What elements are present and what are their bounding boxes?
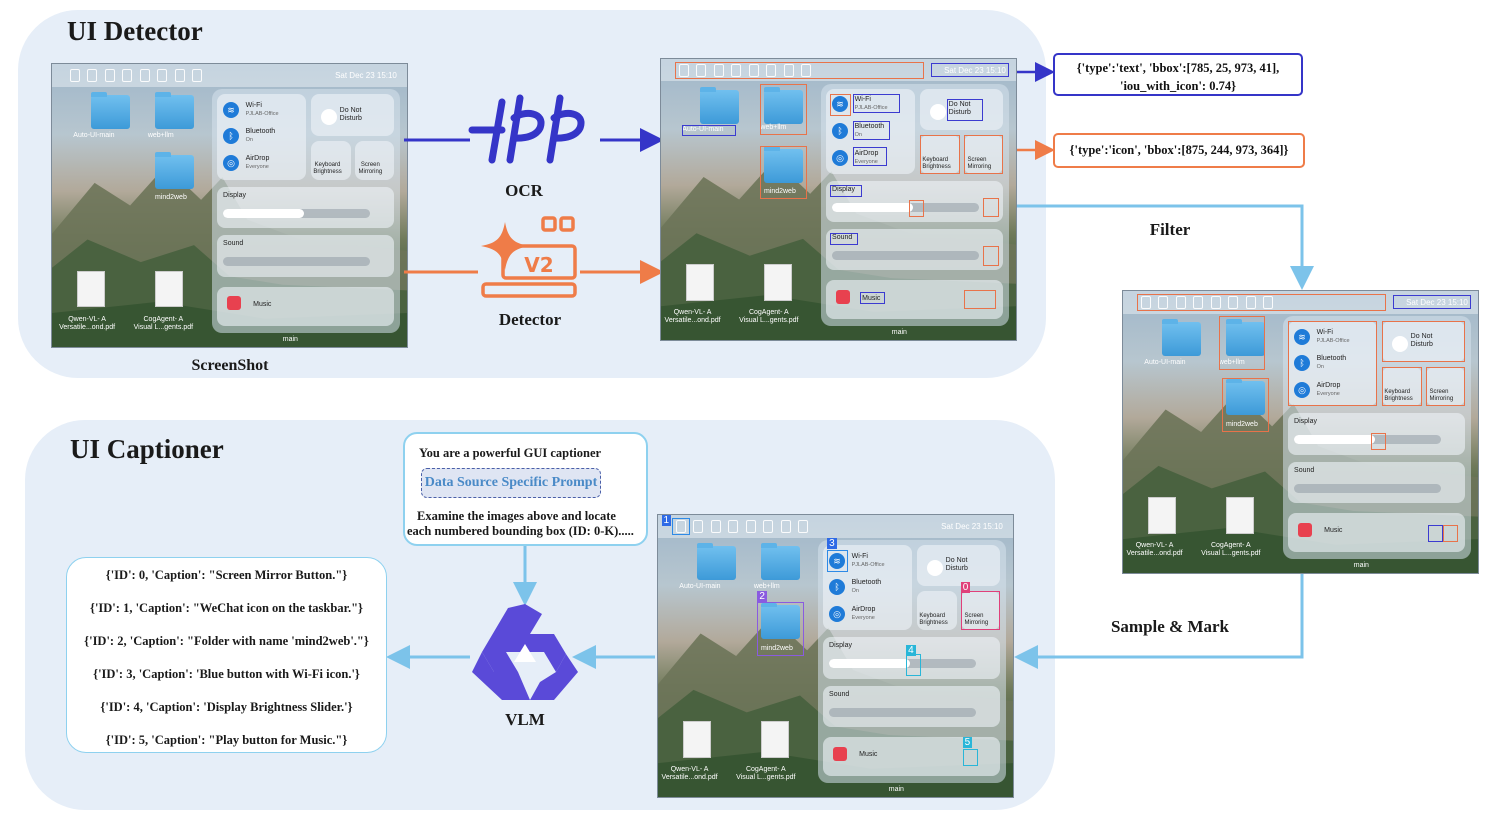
folder-label: web+llm (1218, 358, 1245, 366)
data-source-prompt: Data Source Specific Prompt (421, 468, 601, 498)
vlm-logo (472, 604, 578, 700)
prompt-line-3: each numbered bounding box (ID: 0-K)....… (407, 524, 634, 538)
filter-label: Filter (1149, 220, 1191, 239)
detector-label: Detector (498, 310, 562, 329)
mark-box-5 (962, 748, 978, 766)
folder-label: mind2web (763, 188, 796, 196)
detector-logo: V2 (481, 216, 577, 298)
prompt-box: You are a powerful GUI captioner Data So… (403, 432, 648, 546)
icon-bbox-json: {'type':'icon', 'bbox':[875, 244, 973, 3… (1053, 133, 1305, 168)
folder-label: Auto-UI-main (73, 131, 115, 139)
display-fill (829, 659, 910, 669)
text-bbox-json: {'type':'text', 'bbox':[785, 25, 973, 41… (1053, 53, 1303, 96)
mark-box-0 (960, 591, 1001, 631)
caption-1: {'ID': 1, 'Caption': "WeChat icon on the… (90, 601, 363, 615)
menubar-time: Sat Dec 23 15:10 (335, 70, 397, 80)
marked-screenshot: Sat Dec 23 15:10 1 Auto-UI-main web+llm … (657, 514, 1014, 798)
menubar-time: Sat Dec 23 15:10 (941, 521, 1003, 531)
mark-label-3: 3 (827, 537, 837, 549)
footer-label: main (891, 328, 907, 336)
ui-detector-title: UI Detector (67, 16, 203, 46)
footer-label: main (888, 785, 904, 793)
screenshot-label: ScreenShot (191, 357, 269, 374)
display-fill (832, 202, 913, 212)
display-fill (223, 208, 304, 218)
folder-label: mind2web (1225, 420, 1258, 428)
original-screenshot: Sat Dec 23 15:10 Auto-UI-main web+llm mi… (51, 63, 408, 348)
caption-0: {'ID': 0, 'Caption': "Screen Mirror Butt… (105, 568, 348, 582)
caption-3: {'ID': 3, 'Caption': 'Blue button with W… (93, 667, 360, 681)
menubar-time: Sat Dec 23 15:10 (944, 65, 1006, 75)
filtered-screenshot: Sat Dec 23 15:10 Auto-UI-main web+llm mi… (1122, 290, 1479, 574)
mark-label-1: 1 (661, 515, 672, 526)
mark-box-2 (757, 602, 804, 656)
folder-label: mind2web (154, 194, 187, 202)
ocr-label: OCR (505, 181, 543, 200)
ocr-logo (468, 94, 585, 164)
folder-label: web+llm (147, 131, 174, 139)
footer-label: main (282, 335, 298, 343)
caption-5: {'ID': 5, 'Caption': "Play button for Mu… (105, 733, 348, 747)
folder-label: web+llm (753, 582, 780, 590)
folder-label: Auto-UI-main (682, 126, 724, 134)
mark-label-2: 2 (757, 591, 767, 603)
folder-label: Auto-UI-main (679, 582, 721, 590)
folder-label: web+llm (760, 123, 787, 131)
folder-label: mind2web (760, 644, 793, 652)
caption-2: {'ID': 2, 'Caption': "Folder with name '… (84, 634, 369, 648)
captions-box: {'ID': 0, 'Caption': "Screen Mirror Butt… (66, 557, 387, 753)
detected-screenshot: Sat Dec 23 15:10 Auto-UI-main web+llm mi… (660, 58, 1017, 341)
mark-label-4: 4 (906, 644, 916, 656)
prompt-line-1: You are a powerful GUI captioner (419, 446, 602, 460)
mark-label-0: 0 (960, 581, 971, 593)
display-fill (1294, 435, 1375, 445)
mark-box-1 (672, 517, 690, 535)
prompt-line-2: Examine the images above and locate (417, 509, 616, 523)
sample-mark-label: Sample & Mark (1110, 617, 1230, 636)
detector-badge: V2 (524, 253, 553, 277)
mark-box-4 (906, 654, 922, 677)
mark-box-3 (827, 550, 848, 572)
footer-label: main (1353, 561, 1369, 569)
menubar-time: Sat Dec 23 15:10 (1406, 297, 1468, 307)
ui-captioner-title: UI Captioner (70, 434, 224, 464)
vlm-label: VLM (505, 710, 545, 729)
mark-label-5: 5 (962, 736, 973, 748)
caption-4: {'ID': 4, 'Caption': 'Display Brightness… (100, 700, 353, 714)
folder-label: Auto-UI-main (1144, 358, 1186, 366)
